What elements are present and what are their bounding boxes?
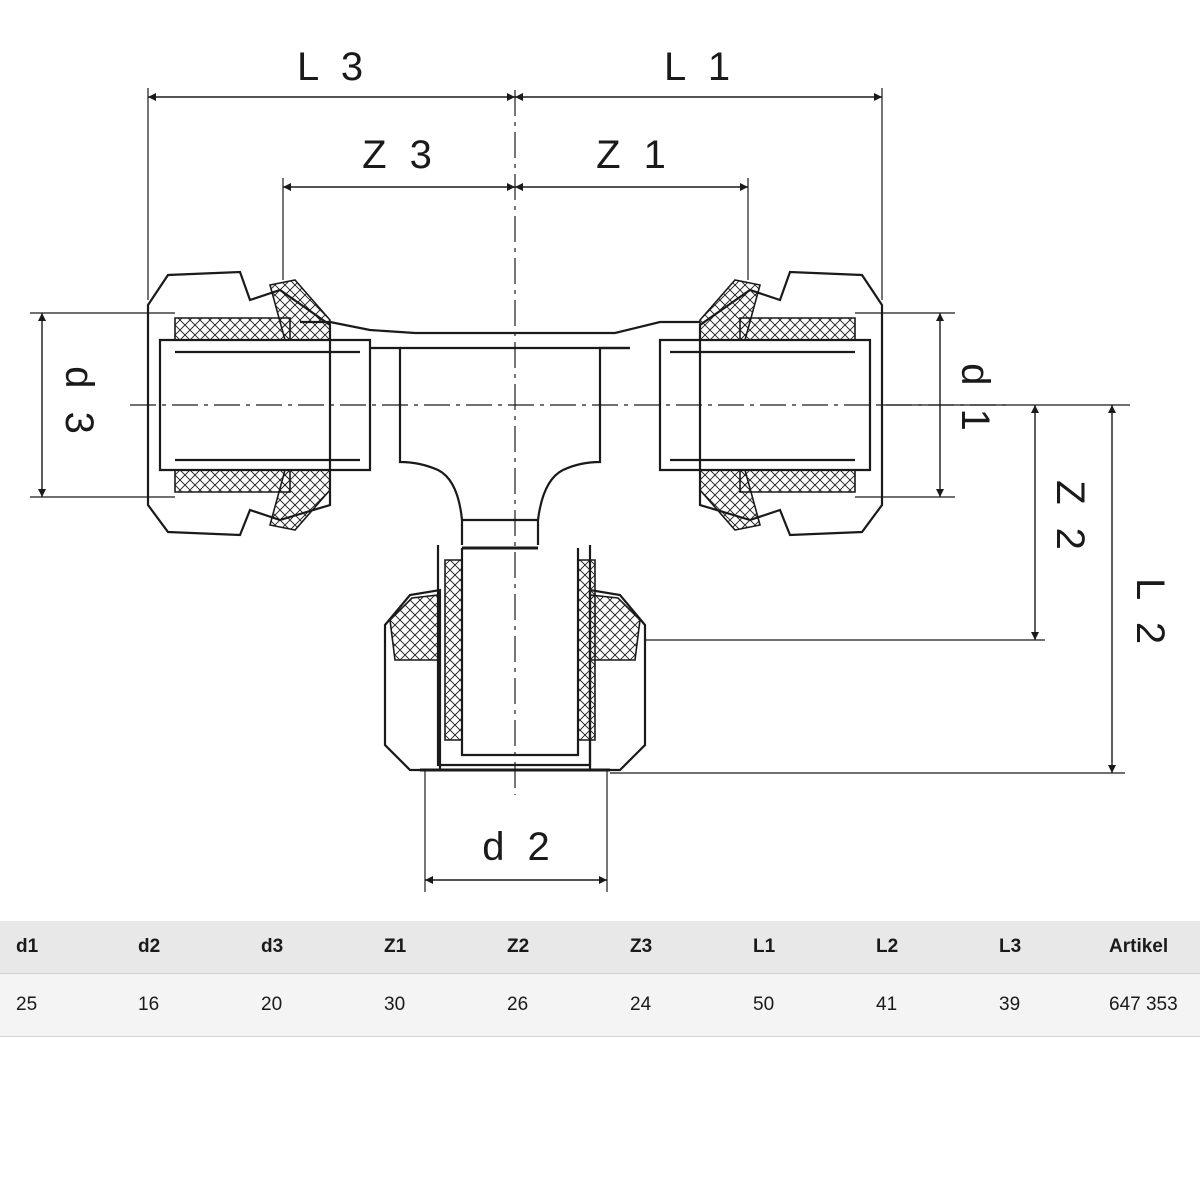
label-Z2: Z 2 [1048,480,1092,556]
label-d3: d 3 [57,366,101,440]
header-Z2: Z2 [491,921,614,974]
header-Z3: Z3 [614,921,737,974]
header-L2: L2 [860,921,983,974]
header-L3: L3 [983,921,1109,974]
value-d2: 16 [122,973,245,1037]
value-Z3: 24 [614,973,737,1037]
value-L2: 41 [860,973,983,1037]
value-Z1: 30 [368,973,491,1037]
label-Z1: Z 1 [596,133,672,177]
header-d1: d1 [0,921,122,974]
value-L1: 50 [737,973,860,1037]
tee-fitting-technical-drawing: L 3 L 1 Z 3 Z 1 d 3 d 1 Z 2 L 2 d 2 [30,45,1172,892]
value-d3: 20 [245,973,368,1037]
dimension-lines [38,93,1116,884]
header-L1: L1 [737,921,860,974]
value-d1: 25 [0,973,122,1037]
hatched-sections [174,279,856,741]
label-Z3: Z 3 [362,133,438,177]
value-artikel: 647 353 [1109,973,1200,1037]
label-L2: L 2 [1128,578,1172,650]
label-L3: L 3 [297,45,369,89]
label-L1: L 1 [664,45,736,89]
dimension-spec-table: d1 d2 d3 Z1 Z2 Z3 L1 L2 L3 Artikel 25 16… [0,921,1200,1037]
label-d2: d 2 [482,825,556,869]
header-d2: d2 [122,921,245,974]
table-row: 25 16 20 30 26 24 50 41 39 647 353 [0,973,1200,1037]
table-header-row: d1 d2 d3 Z1 Z2 Z3 L1 L2 L3 Artikel [0,921,1200,974]
extension-lines [30,88,1130,892]
header-artikel: Artikel [1109,921,1200,974]
label-d1: d 1 [953,363,997,437]
header-d3: d3 [245,921,368,974]
dimension-labels: L 3 L 1 Z 3 Z 1 d 3 d 1 Z 2 L 2 d 2 [57,45,1172,869]
value-Z2: 26 [491,973,614,1037]
center-lines [130,90,1010,795]
header-Z1: Z1 [368,921,491,974]
value-L3: 39 [983,973,1109,1037]
